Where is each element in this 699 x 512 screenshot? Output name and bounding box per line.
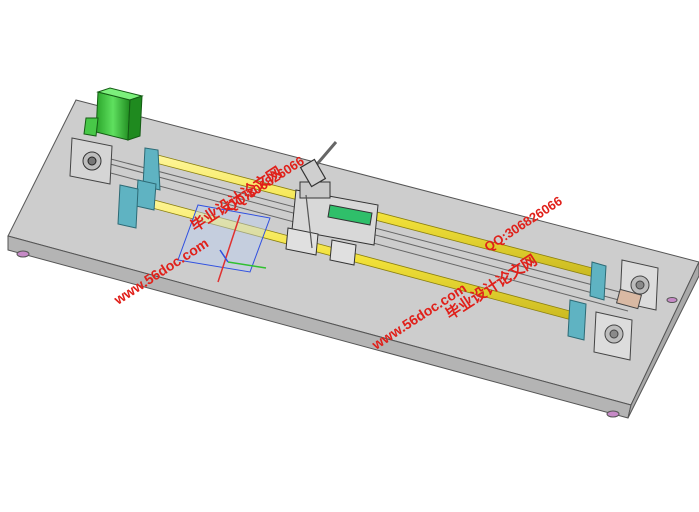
coordinate-triad — [177, 204, 271, 283]
stepper-motor — [83, 87, 144, 141]
rail-support-blocks — [117, 147, 607, 341]
motor-mount-plate — [69, 137, 113, 185]
base-feet — [16, 250, 678, 418]
belt-pulley — [615, 288, 643, 310]
tool-holder — [299, 141, 338, 249]
